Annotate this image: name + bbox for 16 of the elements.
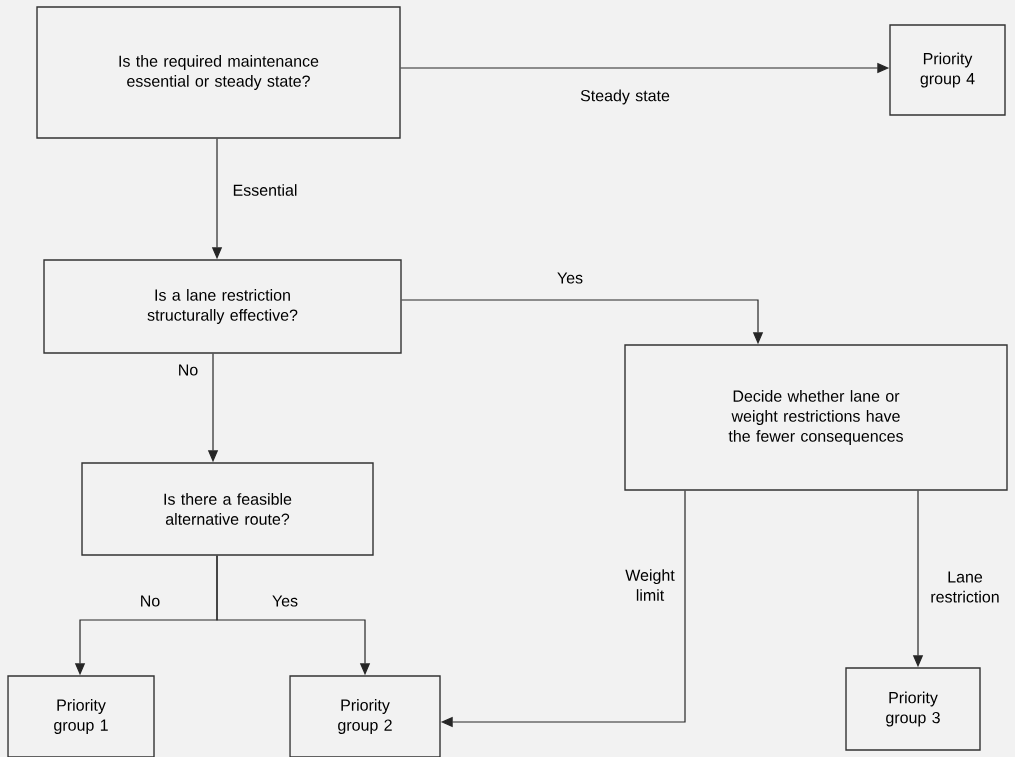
process-box: Priority group 1 <box>7 675 155 757</box>
process-box: Priority group 2 <box>289 675 441 757</box>
process-box: Decide whether lane or weight restrictions have the fewer consequences <box>624 344 1008 491</box>
edge-label: Lane restriction <box>931 571 999 603</box>
process-box: Is the required maintenance essential or steady state? <box>36 6 401 139</box>
edge-label: Yes <box>557 272 583 284</box>
process-box: Priority group 3 <box>845 667 981 751</box>
process-box: Priority group 4 <box>889 24 1006 116</box>
edge-label: Essential <box>233 184 297 196</box>
process-box: Is there a feasible alternative route? <box>81 462 374 556</box>
process-box: Is a lane restriction structurally effective? <box>43 259 402 354</box>
edge-label: Weight limit <box>625 569 675 601</box>
edge-label: No <box>141 595 160 607</box>
edge-label: Yes <box>272 595 298 607</box>
edge-label: No <box>179 364 198 376</box>
edge-label: Steady state <box>580 89 670 105</box>
